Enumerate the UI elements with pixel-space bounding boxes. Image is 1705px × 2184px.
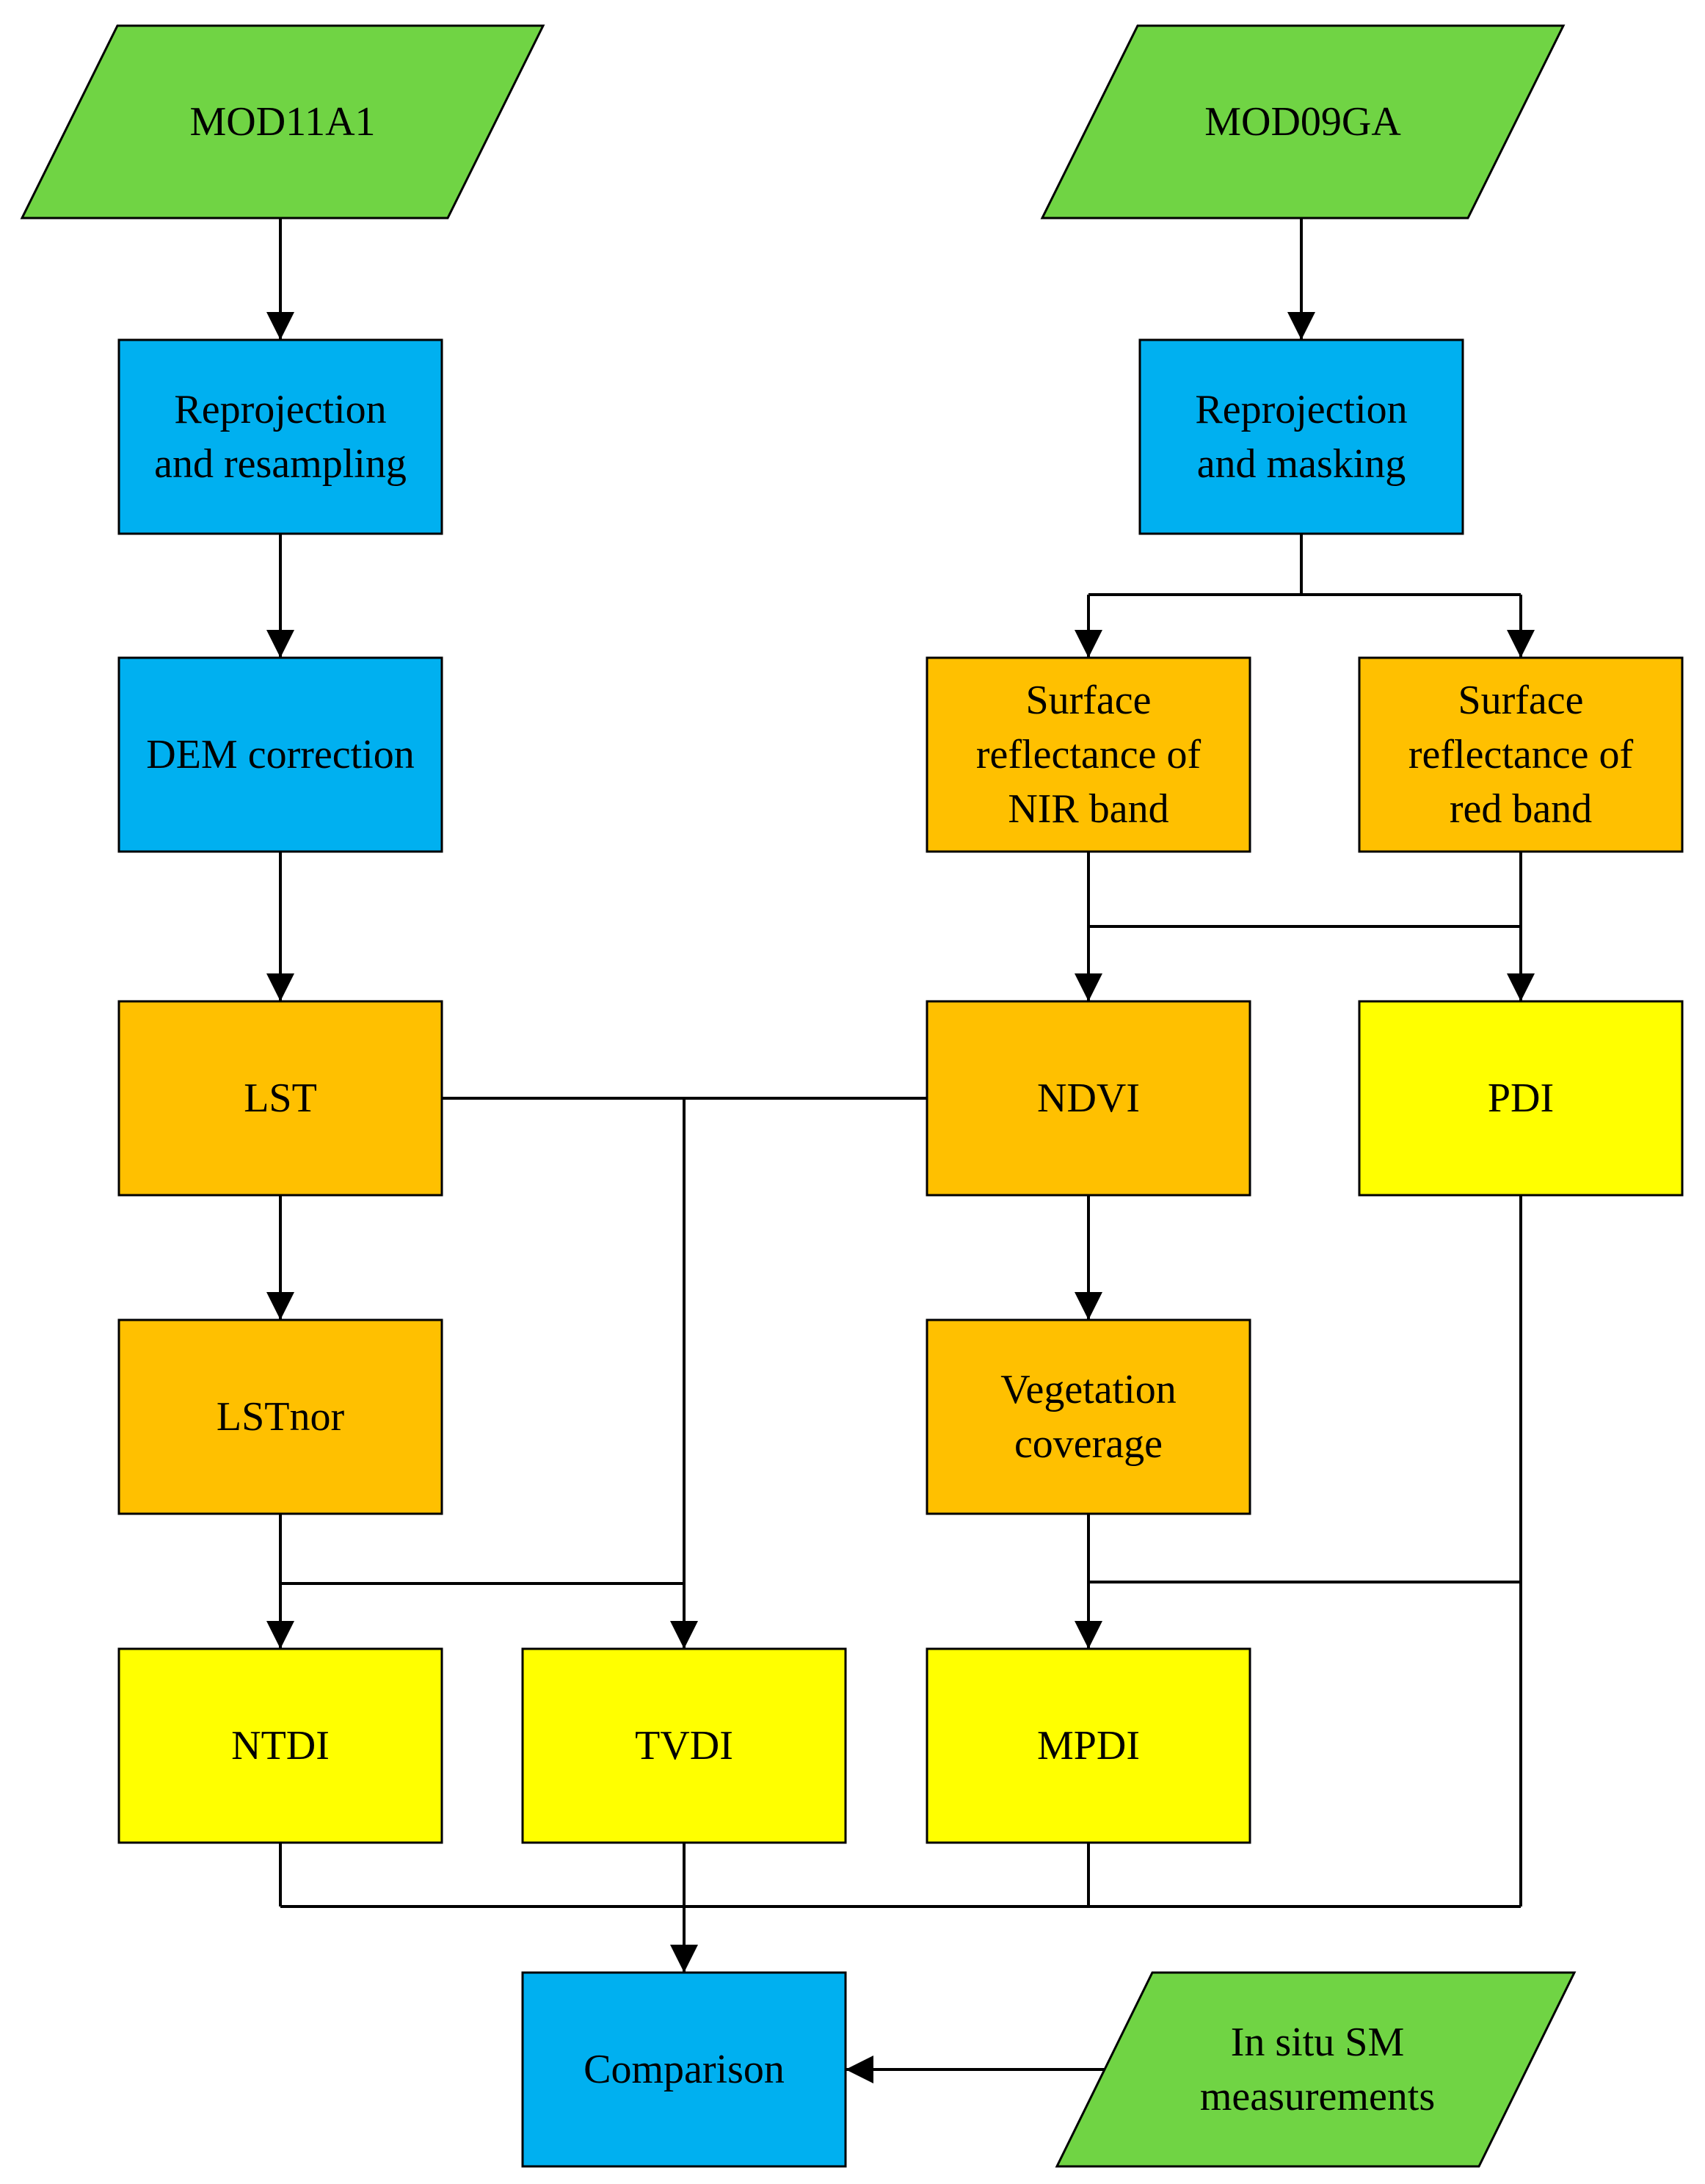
comparison-node xyxy=(521,1971,847,2168)
connectors xyxy=(266,218,1535,2083)
dem-node xyxy=(117,656,443,853)
insitu-label: In situ SM measurements xyxy=(1199,2020,1436,2119)
reproj-mask-node xyxy=(1138,338,1464,535)
mpdi-node xyxy=(926,1647,1251,1844)
nir-reflectance-label: Surface reflectance of NIR band xyxy=(975,678,1202,832)
ndvi-node xyxy=(926,1000,1251,1197)
comparison-label: Comparison xyxy=(584,2047,785,2092)
pdi-label: PDI xyxy=(1487,1075,1555,1121)
reproj-resample-node xyxy=(117,338,443,535)
vegetation-coverage-label: Vegetation coverage xyxy=(1000,1367,1177,1467)
mod11a1-node xyxy=(20,24,545,220)
lstnor-label: LSTnor xyxy=(216,1394,345,1440)
dem-correction-label: DEM correction xyxy=(146,732,415,777)
insitu-node xyxy=(1055,1971,1577,2168)
ntdi-node xyxy=(117,1647,443,1844)
lstnor-node xyxy=(117,1318,443,1515)
red-reflectance-label: Surface reflectance of red band xyxy=(1408,678,1634,832)
mod11a1-label: MOD11A1 xyxy=(189,99,376,145)
tvdi-node xyxy=(521,1647,847,1844)
ndvi-label: NDVI xyxy=(1037,1075,1140,1121)
shapes xyxy=(20,24,1684,2168)
nir-node xyxy=(926,656,1251,853)
red-node xyxy=(1358,656,1684,853)
mpdi-label: MPDI xyxy=(1036,1723,1141,1768)
lst-label: LST xyxy=(244,1075,317,1121)
reproj-resample-label: Reprojection and resampling xyxy=(154,387,407,487)
vegcov-node xyxy=(926,1318,1251,1515)
reproj-mask-label: Reprojection and masking xyxy=(1195,387,1408,487)
tvdi-label: TVDI xyxy=(635,1723,733,1768)
ntdi-label: NTDI xyxy=(231,1723,330,1768)
pdi-node xyxy=(1358,1000,1684,1197)
mod09ga-node xyxy=(1040,24,1566,220)
lst-node xyxy=(117,1000,443,1197)
mod09ga-label: MOD09GA xyxy=(1204,99,1401,145)
